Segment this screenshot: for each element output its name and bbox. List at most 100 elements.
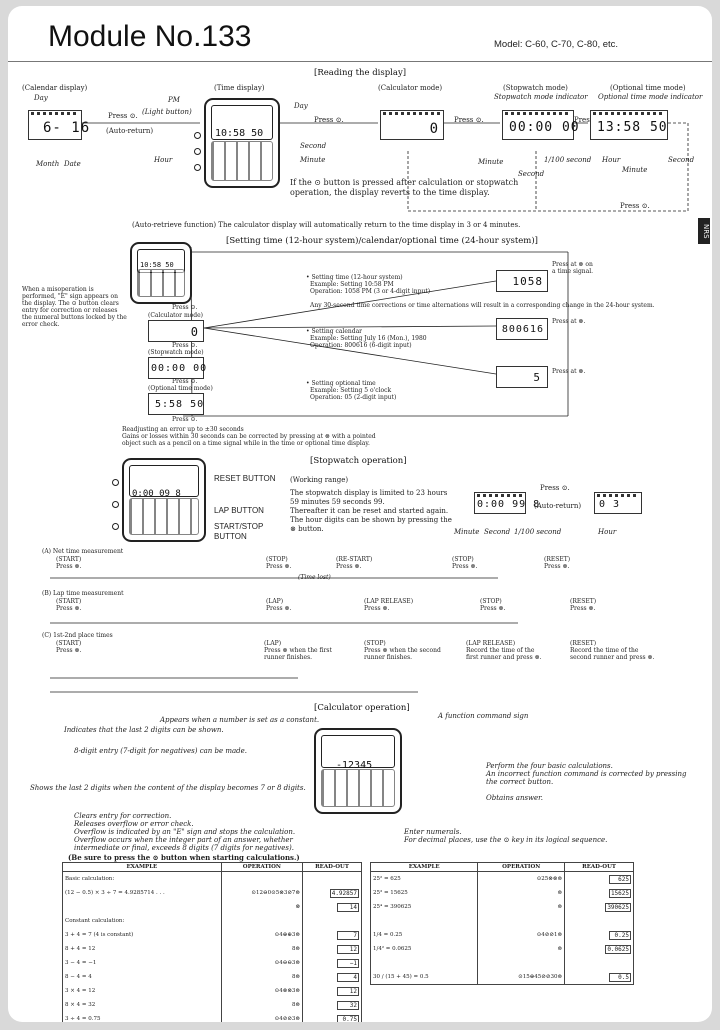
stopwatch-range-value-2: 0 3 (599, 499, 621, 510)
lap-lap-press: Press ⊗. (266, 605, 292, 612)
place-release: (LAP RELEASE) (466, 640, 516, 647)
example-cell: 8 − 4 = 4 (62, 970, 222, 984)
operation-cell: ⊜ (477, 886, 566, 900)
lap-button[interactable] (112, 501, 119, 508)
lap-start: (START) (56, 598, 82, 605)
readout-cell: 4 (302, 970, 362, 984)
example-cell: 8 + 4 = 12 (62, 942, 222, 956)
readjust-line1: Readjusting an error up to ±30 seconds (122, 426, 244, 433)
readout-cell: 12 (302, 942, 362, 956)
stopwatch-auto-return: (Auto-return) (534, 502, 582, 510)
start-stop-label-2: BUTTON (214, 532, 247, 541)
bullet1-line2: Example: Setting 10:58 PM (310, 281, 394, 288)
place-release-press-1: Record the time of the (466, 647, 535, 654)
stopwatch-range-lcd-1: 0:00 99 8 (474, 492, 539, 514)
operation-cell: ⊙4⊕⊕3⊜ (220, 928, 304, 942)
pm-label: PM (168, 96, 180, 104)
net-start: (START) (56, 556, 82, 563)
place-lap: (LAP) (264, 640, 282, 647)
operation-cell (477, 956, 566, 970)
range-line5: ⊗ button. (290, 525, 324, 533)
net-time-title: (A) Net time measurement (42, 548, 124, 555)
place-reset: (RESET) (570, 640, 597, 647)
button-b[interactable] (194, 148, 201, 155)
readout-value: 32 (337, 1000, 359, 1010)
bullet3-line3: Operation: 05 (2-digit input) (310, 394, 397, 401)
reset-button[interactable] (112, 479, 119, 486)
bullet2-line3: Operation: 800616 (6-digit input) (310, 342, 412, 349)
calendar-display-label: (Calendar display) (22, 84, 88, 92)
result-press-1: Press at ⊗ on a time signal. (552, 261, 594, 275)
table-row: 3 + 4 = 7 (4 is constant)⊙4⊕⊕3⊜7 (62, 928, 362, 942)
lap-reset: (RESET) (570, 598, 597, 605)
example-cell (369, 956, 479, 970)
operation-cell: 8⊜ (220, 998, 304, 1012)
table-row: 3 ÷ 4 = 0.75⊙4⊘⊘3⊜0.75 (62, 1012, 362, 1022)
example-cell: 25² = 625 (369, 871, 479, 886)
hour-label-3: Hour (602, 156, 621, 164)
clear-note-3: Overflow is indicated by an "E" sign and… (74, 828, 296, 836)
lap-start-press: Press ⊗. (56, 605, 82, 612)
example-cell: 3 ÷ 4 = 0.75 (62, 1012, 222, 1022)
enter-numerals-note: Enter numerals. (404, 828, 462, 836)
readout-cell: 0.75 (302, 1012, 362, 1022)
press-label-1: Press ⊙. (108, 112, 138, 120)
readout-value: 625 (609, 874, 631, 884)
month-label: Month (36, 160, 60, 168)
misoperation-note: When a misoperation is performed, "E" si… (22, 286, 127, 328)
setting-calc-lcd: 0 (148, 320, 204, 342)
incorrect-note: An incorrect function command is correct… (486, 770, 687, 778)
clear-note-4: Overflow occurs when the integer part of… (74, 836, 293, 844)
minute-label-2: Minute (478, 158, 504, 166)
place-start-press: Press ⊗. (56, 647, 82, 654)
time-value: 10:58 50 (215, 128, 264, 139)
setting-opt-lcd: 5:58 50 (148, 393, 204, 415)
col-example: EXAMPLE (369, 862, 479, 872)
readout-cell: 32 (302, 998, 362, 1012)
col-operation: OPERATION (220, 862, 304, 872)
result-lcd-1: 1058 (496, 270, 548, 292)
function-sign-note: A function command sign (438, 712, 529, 720)
readout-value: 390625 (605, 902, 631, 912)
range-line1: The stopwatch display is limited to 23 h… (290, 489, 448, 497)
bullet2-line1: • Setting calendar (306, 328, 363, 335)
place-lap-press-2: runner finishes. (264, 654, 313, 661)
button-a[interactable] (194, 132, 201, 139)
table-row: 3 × 4 = 12⊙4⊗⊗3⊜12 (62, 984, 362, 998)
stopwatch-watch: 0:00 09 8 (122, 458, 206, 542)
example-cell: 1/4 = 0.25 (369, 928, 479, 942)
setting-press-4: Press ⊙. (172, 416, 198, 423)
operation-cell: ⊙4⊘⊘3⊜ (220, 1012, 304, 1022)
auto-retrieve-note: (Auto-retrieve function) The calculator … (132, 221, 521, 229)
bullet3-line1: • Setting optional time (306, 380, 376, 387)
range-line2: 59 minutes 59 seconds 99. (290, 498, 385, 506)
calc-table-right: EXAMPLE OPERATION READ-OUT 25² = 625⊙25⊗… (369, 862, 634, 985)
button-c[interactable] (194, 164, 201, 171)
stopwatch-lcd: 00:00 00 (502, 110, 579, 140)
optional-time-lcd: 13:58 50 (590, 110, 668, 140)
second-label: Second (300, 142, 327, 150)
light-button-label: (Light button) (142, 108, 192, 116)
start-stop-label: START/STOP (214, 522, 264, 531)
setting-heading: [Setting time (12-hour system)/calendar/… (226, 236, 538, 246)
hundredth-label: 1/100 second (544, 156, 592, 164)
net-stop-2: (STOP) (452, 556, 474, 563)
start-stop-button[interactable] (112, 523, 119, 530)
operation-cell (220, 914, 304, 928)
date-label: Date (64, 160, 81, 168)
result-value-2: 800616 (501, 324, 544, 335)
lap-reset-press: Press ⊗. (570, 605, 596, 612)
example-cell: 3 + 4 = 7 (4 is constant) (62, 928, 222, 942)
result-press-2: Press at ⊗. (552, 318, 586, 325)
day-label: Day (34, 94, 48, 102)
lap-stop: (STOP) (480, 598, 502, 605)
bullet1-line3: Operation: 1058 PM (3 or 4-digit input) (310, 288, 431, 295)
net-time-lost: (Time lost) (298, 574, 331, 581)
lap-release-press: Press ⊗. (364, 605, 390, 612)
four-basic-note: Perform the four basic calculations. (486, 762, 613, 770)
models-label: Model: C-60, C-70, C-80, etc. (494, 39, 619, 50)
operation-cell: ⊙15⊕45⊘⊘30⊜ (477, 970, 566, 985)
day-label-2: Day (294, 102, 308, 110)
